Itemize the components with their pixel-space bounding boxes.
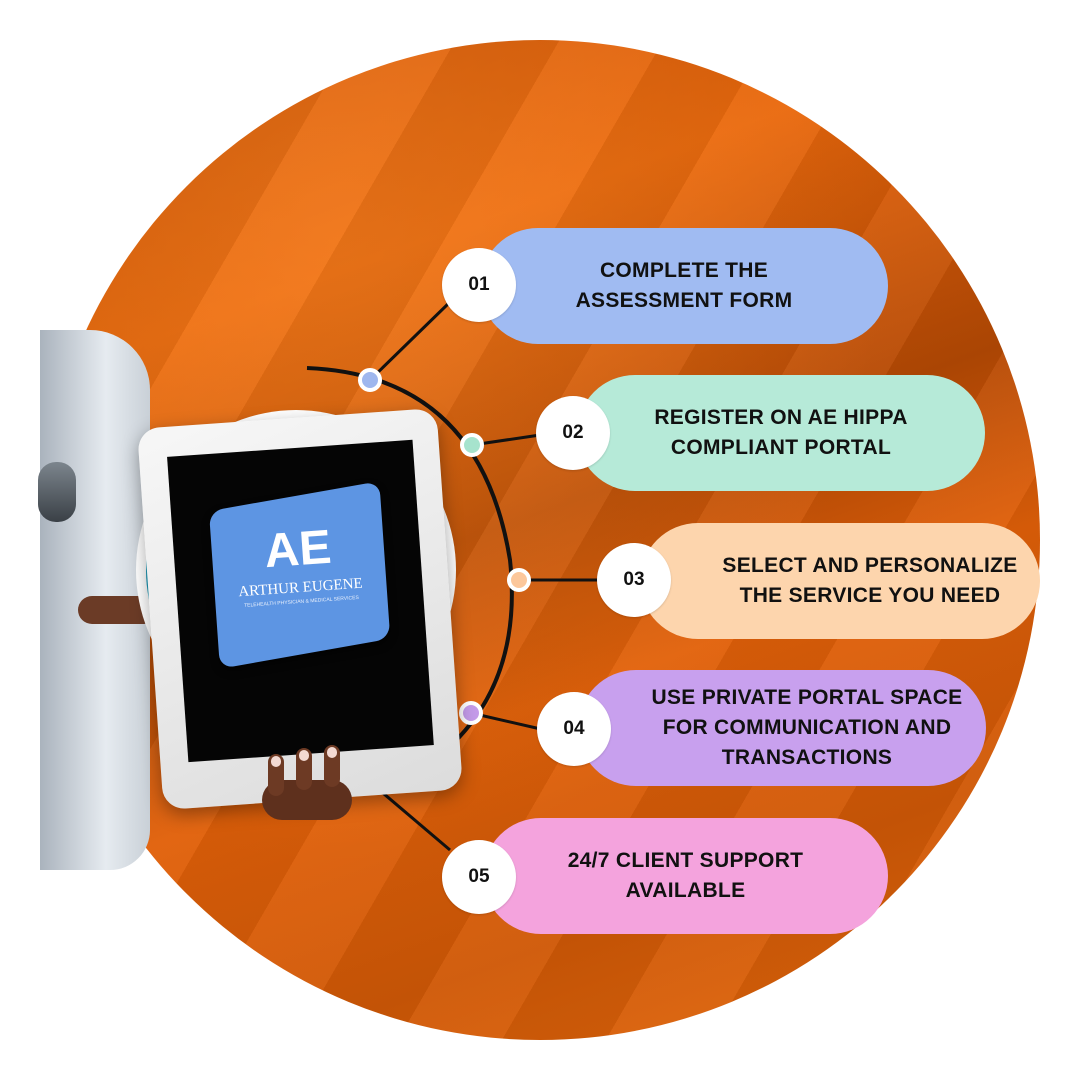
step-02-line-1: REGISTER ON AE HIPPA — [654, 406, 908, 429]
step-02-number: 02 — [536, 396, 610, 470]
connector-01 — [368, 300, 452, 382]
step-04-line-1: USE PRIVATE PORTAL SPACE — [651, 686, 963, 709]
step-04-line-2: FOR COMMUNICATION AND — [662, 716, 952, 739]
step-04-number: 04 — [537, 692, 611, 766]
finger — [268, 754, 284, 796]
tablet-screen: AE ARTHUR EUGENE TELEHEALTH PHYSICIAN & … — [167, 439, 434, 763]
finger — [296, 748, 312, 790]
connector-dot-03 — [507, 568, 531, 592]
connector-dot-02 — [460, 433, 484, 457]
logo-initials: AE — [262, 520, 333, 579]
step-03-pill: SELECT AND PERSONALIZE THE SERVICE YOU N… — [640, 523, 1040, 639]
step-04-pill: USE PRIVATE PORTAL SPACE FOR COMMUNICATI… — [578, 670, 986, 786]
step-01-number: 01 — [442, 248, 516, 322]
connector-dot-01 — [358, 368, 382, 392]
connector-04 — [470, 711, 546, 732]
step-01-line-2: ASSESSMENT FORM — [575, 289, 793, 312]
step-01-line-1: COMPLETE THE — [599, 259, 769, 282]
step-02-pill: REGISTER ON AE HIPPA COMPLIANT PORTAL — [577, 375, 985, 491]
step-04-line-3: TRANSACTIONS — [721, 746, 893, 769]
step-01-pill: COMPLETE THE ASSESSMENT FORM — [480, 228, 888, 344]
stethoscope-icon — [38, 462, 76, 522]
step-03-line-1: SELECT AND PERSONALIZE — [722, 554, 1018, 577]
step-05-pill: 24/7 CLIENT SUPPORT AVAILABLE — [483, 818, 888, 934]
connector-dot-04 — [459, 701, 483, 725]
ae-logo: AE ARTHUR EUGENE TELEHEALTH PHYSICIAN & … — [208, 481, 391, 669]
step-03-number: 03 — [597, 543, 671, 617]
finger — [324, 745, 340, 787]
step-03-line-2: THE SERVICE YOU NEED — [739, 584, 1001, 607]
step-05-line-2: AVAILABLE — [625, 879, 746, 902]
step-02-line-2: COMPLIANT PORTAL — [670, 436, 892, 459]
step-05-number: 05 — [442, 840, 516, 914]
step-05-line-1: 24/7 CLIENT SUPPORT — [567, 849, 804, 872]
